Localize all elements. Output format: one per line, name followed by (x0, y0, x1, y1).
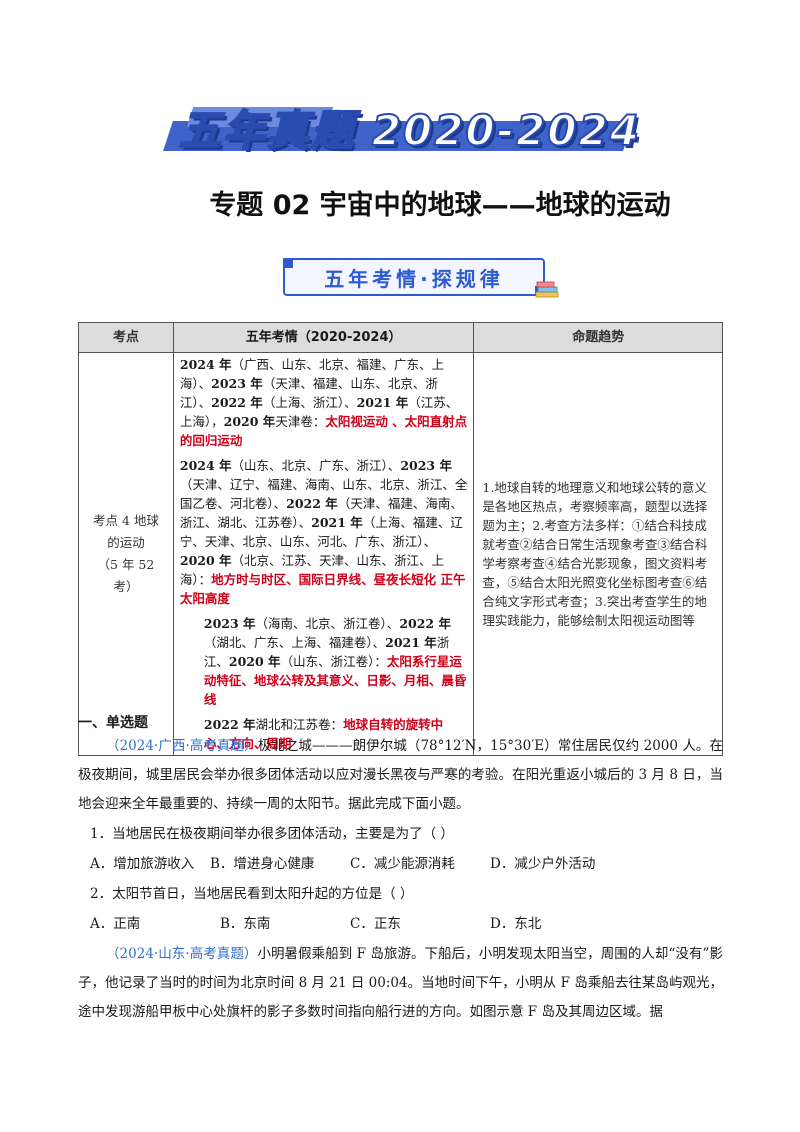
header-years: 五年考情（2020-2024） (172, 322, 475, 353)
entry-keypoint: 地球自转的旋转中心、方向、周期 (203, 717, 444, 751)
source-tag: （2024·广西·高考真题） (106, 738, 258, 754)
entry-year: 2023 年 (203, 616, 256, 631)
section-heading: 一、单选题 (78, 715, 148, 731)
entry-text: （广西、山东、北京、福建、广东、上海）、 (179, 357, 445, 391)
trend-cell: 1.地球自转的地理意义和地球公转的意义是各地区热点，考察频率高，题型以选择题为主… (473, 352, 723, 756)
entry-year: 2024 年 (179, 357, 232, 372)
entry-year: 2022 年 (399, 616, 451, 631)
passage-text: 小明暑假乘船到 F 岛旅游。下船后，小明发现太阳当空，周围的人却“没有”影子，他… (78, 946, 723, 1020)
entry-text: （江苏、上海）， (179, 395, 459, 429)
passage-text: 极北之城———朗伊尔城（78°12′N，15°30′E）常住居民仅约 2000 … (78, 738, 723, 812)
header-banner: 五年真题 2020-2024 (160, 95, 660, 161)
entry-keypoint: 太阳视运动 、太阳直射点的回归运动 (179, 414, 468, 448)
point-name: 考点 4 地球的运动 (92, 513, 159, 550)
option-c[interactable]: C．正东 (350, 916, 401, 932)
entry-keypoint: 太阳系行星运动特征、地球公转及其意义、日影、月相、晨昏线 (203, 654, 467, 707)
exam-entry: 2024 年（山东、北京、广东、浙江）、2023 年 （天津、辽宁、福建、海南、山… (180, 456, 468, 608)
entry-year: 2020 年 (228, 654, 281, 669)
years-cell: 2024 年（广西、山东、北京、福建、广东、上海）、2023 年（天津、福建、山… (172, 352, 475, 756)
topic-title: 专题 02 宇宙中的地球——地球的运动 (209, 190, 671, 221)
entry-year: 2024 年 (179, 458, 232, 473)
entry-text: （上海、福建、辽宁、天津、北京、山东、河北、广东、浙江）、 (179, 515, 463, 549)
entry-text: 天津卷： (275, 414, 326, 429)
section-badge: 五年考情·探规律 (283, 258, 545, 296)
entry-year: 2023 年 (211, 376, 263, 391)
option-d[interactable]: D．东北 (490, 916, 542, 932)
source-tag: （2024·山东·高考真题） (106, 946, 258, 962)
option-a[interactable]: A．正南 (90, 916, 141, 932)
option-b[interactable]: B．增进身心健康 (210, 856, 315, 872)
badge-corner (283, 258, 293, 268)
entry-text: （山东、北京、广东、浙江）、 (231, 458, 401, 473)
badge-label: 五年考情·探规律 (324, 266, 504, 291)
entry-text: （天津、福建、山东、北京、浙江）、 (179, 376, 438, 410)
entry-keypoint: 地方时与时区、国际日界线、昼夜长短化 正午太阳高度 (179, 572, 466, 606)
exam-trend-table: 考点 五年考情（2020-2024） 命题趋势 考点 4 地球的运动 （5 年 … (78, 322, 723, 756)
banner-title: 五年真题 2020-2024 (178, 105, 641, 156)
entry-text: 湖北和江苏卷： (255, 717, 344, 732)
question-1: 1．当地居民在极夜期间举办很多团体活动，主要是为了（ ） (90, 826, 454, 842)
entry-year: 2022 年 (286, 496, 338, 511)
question-1-options: A．增加旅游收入 B．增进身心健康 C．减少能源消耗 D．减少户外活动 (90, 852, 630, 872)
passage-1: （2024·广西·高考真题）极北之城———朗伊尔城（78°12′N，15°30′… (78, 732, 723, 819)
option-d[interactable]: D．减少户外活动 (490, 856, 596, 872)
entry-year: 2020 年 (223, 414, 276, 429)
question-2-options: A．正南 B．东南 C．正东 D．东北 (90, 912, 630, 932)
entry-year: 2022 年 (211, 395, 263, 410)
entry-text: （天津、福建、海南、浙江、湖北、江苏卷）、 (179, 496, 463, 530)
entry-year: 2020 年 (179, 553, 232, 568)
option-b[interactable]: B．东南 (220, 916, 271, 932)
option-a[interactable]: A．增加旅游收入 (90, 856, 195, 872)
entry-text: 浙江、 (203, 635, 450, 669)
books-icon (535, 281, 559, 298)
table-row: 考点 4 地球的运动 （5 年 52 考） 2024 年（广西、山东、北京、福建… (78, 352, 723, 756)
entry-year: 2023 年 (400, 458, 452, 473)
header-point: 考点 (78, 322, 174, 353)
question-2: 2．太阳节首日，当地居民看到太阳升起的方位是（ ） (90, 886, 414, 902)
entry-text: （上海、浙江）、 (262, 395, 357, 410)
entry-year: 2021 年 (385, 635, 437, 650)
entry-text: （海南、北京、浙江卷）、 (255, 616, 400, 631)
table-header-row: 考点 五年考情（2020-2024） 命题趋势 (78, 322, 723, 353)
entry-year: 2021 年 (356, 395, 409, 410)
passage-2: （2024·山东·高考真题）小明暑假乘船到 F 岛旅游。下船后，小明发现太阳当空… (78, 940, 723, 1027)
entry-year: 2021 年 (311, 515, 363, 530)
entry-text: （湖北、广东、上海、福建卷）、 (203, 635, 386, 650)
exam-entry: 2024 年（广西、山东、北京、福建、广东、上海）、2023 年（天津、福建、山… (180, 355, 468, 450)
entry-year: 2022 年 (203, 717, 256, 732)
entry-text: （北京、江苏、天津、山东、浙江、上海）： (179, 553, 445, 587)
option-c[interactable]: C．减少能源消耗 (350, 856, 455, 872)
exam-entry: 2023 年（海南、北京、浙江卷）、2022 年（湖北、广东、上海、福建卷）、2… (180, 614, 468, 709)
point-count: （5 年 52 考） (97, 557, 155, 594)
point-cell: 考点 4 地球的运动 （5 年 52 考） (78, 352, 174, 756)
exam-entry: 2022 年湖北和江苏卷：地球自转的旋转中心、方向、周期 (180, 715, 468, 753)
header-trend: 命题趋势 (473, 322, 723, 353)
entry-text: （山东、浙江卷）： (280, 654, 387, 669)
entry-text: （天津、辽宁、福建、海南、山东、北京、浙江、全国乙卷、河北卷）、 (179, 477, 468, 511)
